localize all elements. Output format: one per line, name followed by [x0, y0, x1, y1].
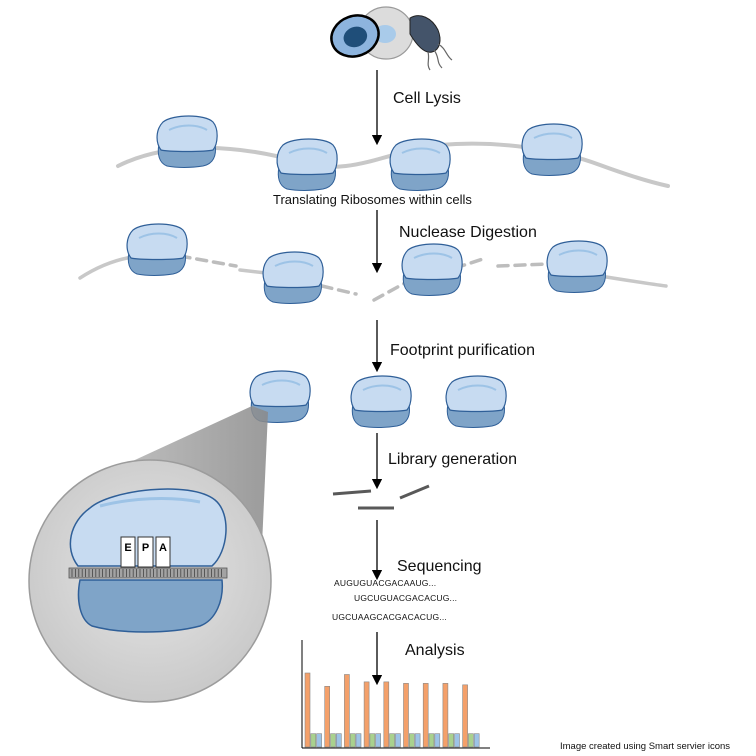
chart-bar	[468, 733, 474, 748]
chart-bar	[428, 733, 435, 748]
step-cell-lysis: Cell Lysis	[393, 90, 461, 107]
chart-bar	[375, 733, 382, 748]
a-site-label: A	[159, 542, 167, 554]
step-nuclease: Nuclease Digestion	[399, 224, 537, 241]
step-translating: Translating Ribosomes within cells	[273, 192, 472, 207]
chart-bar	[434, 733, 441, 748]
ribosome-icon	[350, 375, 412, 428]
step-library: Library generation	[388, 451, 517, 468]
chart-bar	[462, 684, 468, 748]
chart-bar	[408, 733, 415, 748]
chart-bar	[454, 733, 460, 748]
p-site	[137, 536, 154, 568]
chart-bar	[324, 686, 331, 748]
cells-icon	[330, 6, 453, 71]
chart-bar	[355, 733, 362, 748]
chart-bar	[310, 733, 317, 748]
chart-bar	[316, 733, 322, 748]
sequence-read-2: UGCUGUACGACACUG...	[354, 593, 458, 603]
ribosome-icon	[276, 138, 338, 191]
a-site	[155, 536, 171, 568]
ribosome-icon	[156, 115, 218, 168]
p-site-label: P	[142, 542, 149, 554]
ribosome-icon	[389, 138, 451, 191]
chart-bar	[363, 681, 370, 748]
step-analysis: Analysis	[405, 642, 465, 659]
chart-bar	[369, 733, 376, 748]
chart-bar	[349, 733, 356, 748]
chart-bar	[448, 733, 455, 748]
ribosome-icon	[262, 251, 324, 304]
chart-bar	[344, 674, 350, 748]
sequence-read-1: AUGUGUACGACAAUG...	[334, 578, 437, 588]
mrna-ladder	[68, 567, 228, 579]
chart-bar	[395, 733, 401, 748]
ribosome-icon	[401, 243, 463, 296]
digested-mrna	[78, 254, 668, 302]
step-sequencing: Sequencing	[397, 558, 482, 575]
step-footprint: Footprint purification	[390, 342, 535, 359]
ribosome-icon	[521, 123, 583, 176]
e-site	[120, 536, 136, 568]
ribosome-icon	[445, 375, 507, 428]
chart-bar	[304, 672, 311, 748]
chart-bar	[383, 681, 390, 748]
chart-bar	[442, 683, 449, 748]
chart-bar	[403, 683, 409, 748]
chart-bar	[473, 733, 480, 748]
chart-bar	[422, 683, 429, 748]
chart-bar	[335, 733, 342, 748]
ribosome-icon	[546, 240, 608, 293]
e-site-label: E	[124, 542, 131, 554]
library-fragments	[332, 484, 430, 510]
analysis-chart	[301, 640, 490, 749]
sequence-read-3: UGCUAAGCACGACACUG...	[332, 612, 447, 622]
ribosome-icon	[126, 223, 188, 276]
chart-bar	[414, 733, 421, 748]
chart-bar	[330, 733, 336, 748]
chart-bar	[389, 733, 395, 748]
zoom-circle: E P A	[28, 459, 272, 703]
image-credit: Image created using Smart servier icons	[560, 741, 731, 752]
